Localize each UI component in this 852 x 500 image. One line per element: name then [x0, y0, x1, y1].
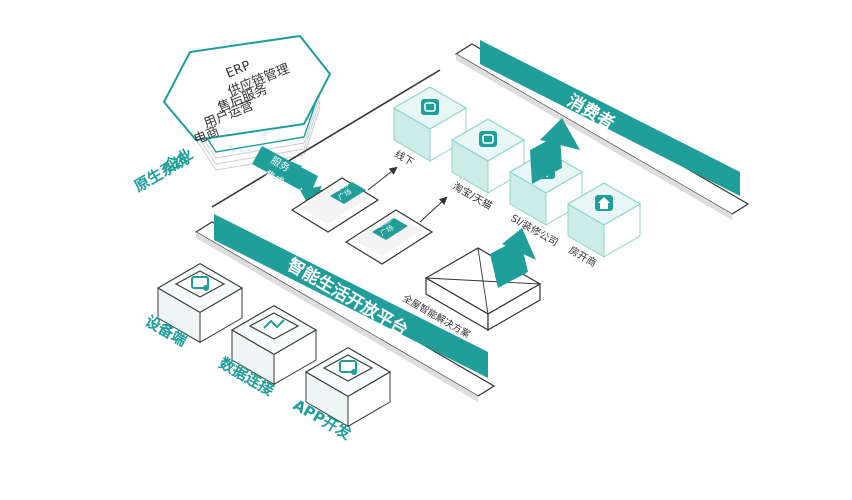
- app-dev-icon: [339, 360, 357, 375]
- consumer-up-arrowhead: [540, 118, 580, 150]
- channel-cube: 房开商: [567, 182, 642, 270]
- taobao-icon: [479, 131, 497, 147]
- phone-left-arrow: [367, 166, 398, 191]
- consumer-up-arrow: [530, 134, 562, 184]
- platform-module-cube: 设备端: [142, 262, 244, 350]
- house-icon: [595, 195, 613, 211]
- consumer-banner: [454, 40, 750, 220]
- platform-banner: [194, 214, 496, 402]
- data-link-icon: [263, 319, 285, 329]
- phone-left: [290, 177, 380, 233]
- enterprise-divider-line: [211, 69, 441, 208]
- enterprise-label-line2: 原生系统: [131, 150, 192, 196]
- channel-cube: 线下: [393, 86, 468, 169]
- platform-module-cube: APP开发: [290, 346, 392, 444]
- store-icon: [421, 99, 439, 115]
- whole-house-solution-box: [424, 247, 542, 332]
- device-gear-icon: [191, 276, 209, 291]
- solution-up-arrow: [490, 228, 536, 288]
- phone-right: [344, 209, 434, 265]
- phone-right-arrow: [419, 196, 448, 223]
